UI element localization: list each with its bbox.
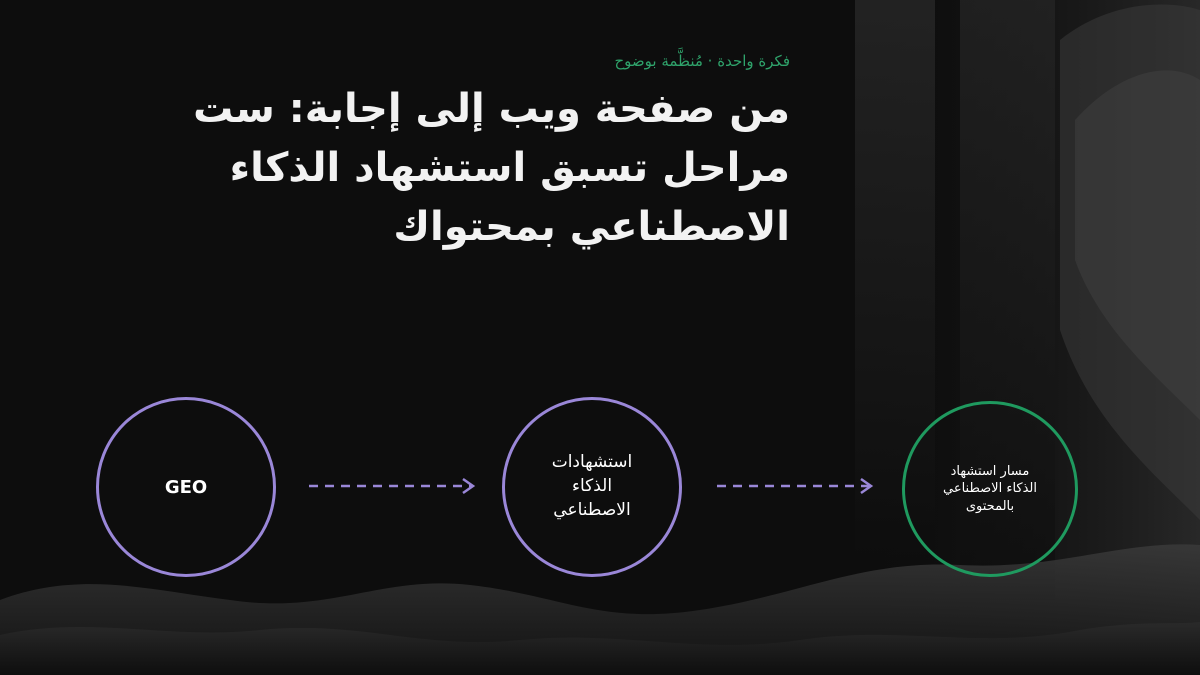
node-geo: GEO [96,397,276,577]
kicker-subtitle: فكرة واحدة · مُنظَّمة بوضوح [614,52,790,70]
node-ai-citation-path: مسار استشهاد الذكاء الاصطناعي بالمحتوى [902,401,1078,577]
arrow-2 [717,477,874,495]
page-title: من صفحة ويب إلى إجابة: ست مراحل تسبق است… [193,86,790,251]
node-label-ai-citations: استشهادات الذكاء الاصطناعي [551,452,633,520]
node-label-ai-citation-path: مسار استشهاد الذكاء الاصطناعي بالمحتوى [943,463,1037,514]
arrow-1 [309,477,476,495]
node-ai-citations: استشهادات الذكاء الاصطناعي [502,397,682,577]
node-label-geo: GEO [164,476,208,498]
header: فكرة واحدة · مُنظَّمة بوضوح من صفحة ويب … [170,52,790,258]
